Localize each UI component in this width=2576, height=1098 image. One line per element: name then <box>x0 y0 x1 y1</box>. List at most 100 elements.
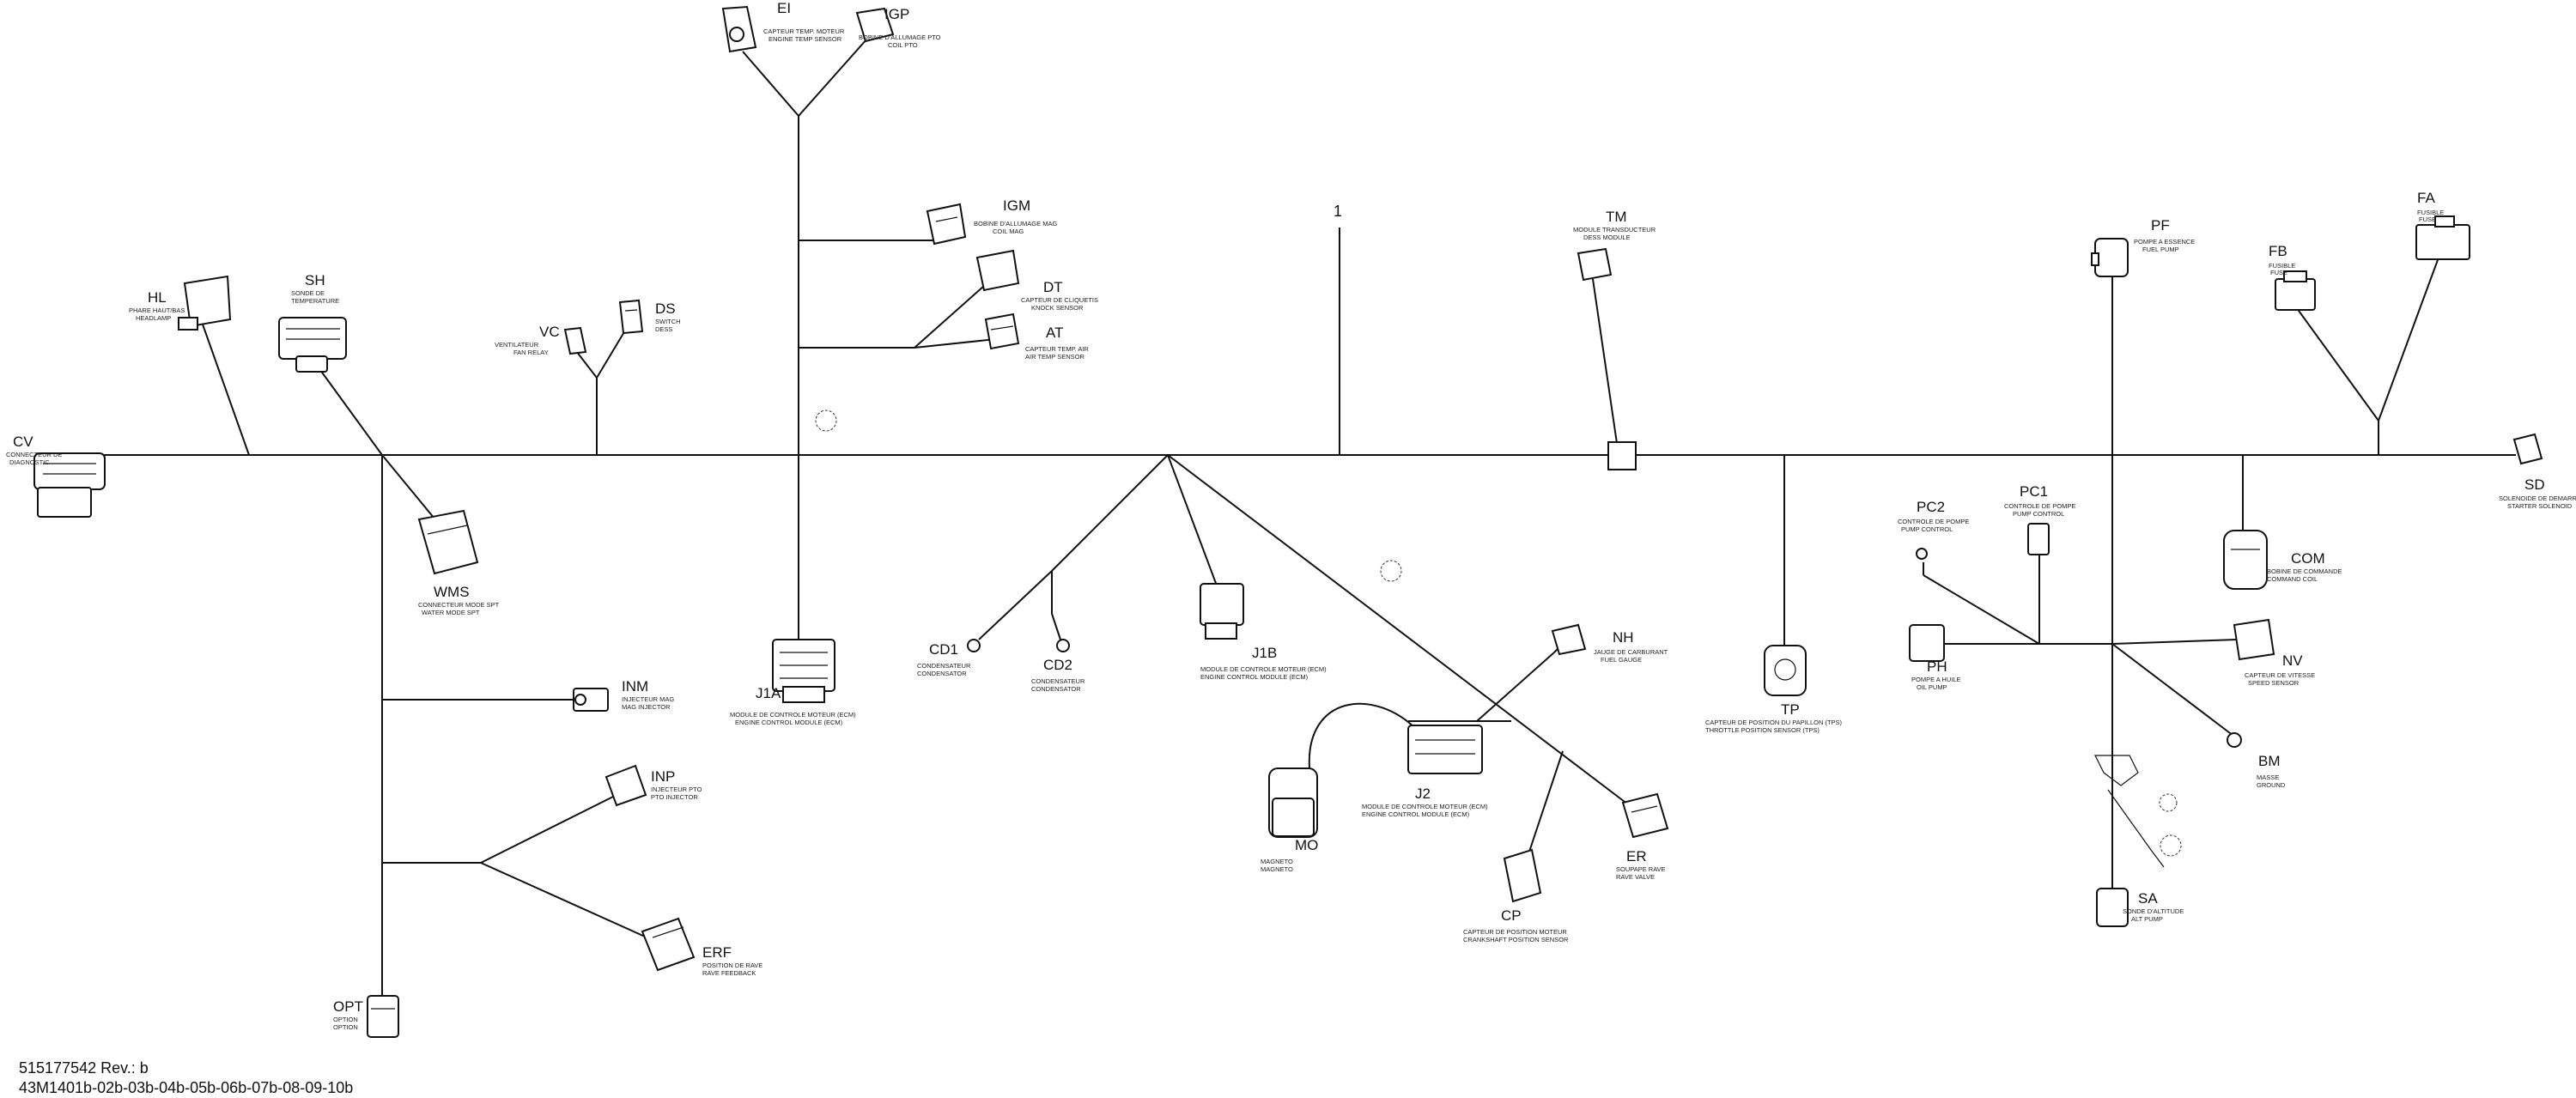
svg-text:OIL PUMP: OIL PUMP <box>1917 683 1947 691</box>
connector-sd-body <box>2512 433 2543 465</box>
svg-text:ENGINE CONTROL MODULE (ECM): ENGINE CONTROL MODULE (ECM) <box>1362 810 1470 818</box>
connector-inm-body <box>573 688 609 712</box>
label-com: COM BOBINE DE COMMANDE COMMAND COIL <box>2267 550 2342 583</box>
label-igm: IGM BOBINE D'ALLUMAGE MAG COIL MAG <box>974 197 1057 235</box>
connector-ds-body <box>618 299 644 335</box>
label-tm: TM MODULE TRANSDUCTEUR DESS MODULE <box>1573 209 1656 241</box>
connector-bm-body <box>2227 732 2242 748</box>
svg-text:CRANKSHAFT POSITION SENSOR: CRANKSHAFT POSITION SENSOR <box>1463 936 1569 943</box>
svg-text:MAGNETO: MAGNETO <box>1261 865 1293 873</box>
svg-text:HEADLAMP: HEADLAMP <box>136 314 171 322</box>
label-cd2: CD2 CONDENSATEUR CONDENSATOR <box>1031 657 1085 693</box>
harness-clips <box>815 409 2182 857</box>
svg-text:BOBINE DE COMMANDE: BOBINE DE COMMANDE <box>2267 567 2342 575</box>
label-opt: OPT OPTION OPTION <box>333 998 363 1031</box>
label-cp: CP CAPTEUR DE POSITION MOTEUR CRANKSHAFT… <box>1463 907 1569 943</box>
label-nv: NV CAPTEUR DE VITESSE SPEED SENSOR <box>2245 652 2315 687</box>
svg-text:SOUPAPE RAVE: SOUPAPE RAVE <box>1616 865 1666 873</box>
connector-code: J1B <box>1252 645 1277 661</box>
svg-text:CAPTEUR TEMP. AIR: CAPTEUR TEMP. AIR <box>1025 345 1089 353</box>
svg-text:PTO INJECTOR: PTO INJECTOR <box>651 793 698 801</box>
svg-text:KNOCK SENSOR: KNOCK SENSOR <box>1031 304 1084 312</box>
connector-code: INP <box>651 768 675 785</box>
svg-text:COIL PTO: COIL PTO <box>888 41 918 49</box>
connector-code: SH <box>305 272 325 288</box>
svg-text:DESS: DESS <box>655 325 672 333</box>
svg-text:OPTION: OPTION <box>333 1023 358 1031</box>
svg-text:OPTION: OPTION <box>333 1016 358 1023</box>
label-j1b: J1B MODULE DE CONTROLE MOTEUR (ECM) ENGI… <box>1200 645 1327 681</box>
label-fa: FA FUSIBLE FUSE <box>2417 190 2444 223</box>
connector-code: TP <box>1781 701 1800 718</box>
connector-pc1-body <box>2027 523 2050 555</box>
connector-code: VC <box>539 324 560 340</box>
label-pc1: PC1 CONTROLE DE POMPE PUMP CONTROL <box>2004 483 2075 518</box>
label-tp: TP CAPTEUR DE POSITION DU PAPILLON (TPS)… <box>1705 701 1843 734</box>
connector-code: PC1 <box>2020 483 2048 500</box>
connector-code: FA <box>2417 190 2435 206</box>
label-ds: DS SWITCH DESS <box>655 300 681 333</box>
connector-sh-body <box>278 317 347 373</box>
connector-erf-body <box>641 917 696 972</box>
svg-text:INJECTEUR PTO: INJECTEUR PTO <box>651 786 702 793</box>
connector-code: ERF <box>702 944 732 961</box>
svg-text:JAUGE DE CARBURANT: JAUGE DE CARBURANT <box>1594 648 1668 656</box>
connector-code: WMS <box>434 584 470 600</box>
label-bm: BM MASSE GROUND <box>2257 753 2286 789</box>
svg-text:GROUND: GROUND <box>2257 781 2286 789</box>
svg-text:CAPTEUR DE POSITION DU PAPILLO: CAPTEUR DE POSITION DU PAPILLON (TPS) <box>1705 719 1843 726</box>
label-at: AT CAPTEUR TEMP. AIR AIR TEMP SENSOR <box>1025 325 1089 361</box>
connector-cv-body <box>33 452 106 518</box>
connector-code: INM <box>622 678 648 695</box>
svg-text:THROTTLE POSITION SENSOR (TPS): THROTTLE POSITION SENSOR (TPS) <box>1705 726 1820 734</box>
svg-text:MASSE: MASSE <box>2257 773 2279 781</box>
svg-text:FUEL PUMP: FUEL PUMP <box>2142 246 2179 253</box>
connector-vc-body <box>563 326 587 355</box>
connector-cp-body <box>1503 848 1542 903</box>
connector-com-body <box>2223 530 2268 590</box>
connector-code: CD1 <box>929 641 958 658</box>
label-er: ER SOUPAPE RAVE RAVE VALVE <box>1616 848 1666 881</box>
svg-text:CONDENSATOR: CONDENSATOR <box>917 670 967 677</box>
svg-text:COMMAND COIL: COMMAND COIL <box>2267 575 2318 583</box>
connector-code: ER <box>1626 848 1647 864</box>
label-inp: INP INJECTEUR PTO PTO INJECTOR <box>651 768 702 801</box>
svg-text:ENGINE CONTROL MODULE (ECM): ENGINE CONTROL MODULE (ECM) <box>1200 673 1309 681</box>
harness-clip-detail <box>2094 755 2165 868</box>
connector-code: PC2 <box>1917 499 1945 515</box>
connector-code: CV <box>13 434 33 450</box>
label-igp: IGP BOBINE D'ALLUMAGE PTO COIL PTO <box>859 6 941 49</box>
connector-bodies <box>33 5 2543 1038</box>
connector-code: PH <box>1927 658 1947 675</box>
svg-text:AIR TEMP SENSOR: AIR TEMP SENSOR <box>1025 353 1084 361</box>
connector-code: FB <box>2269 243 2287 259</box>
connector-fa-body <box>2415 215 2470 260</box>
connector-pf-body <box>2091 238 2129 277</box>
svg-text:INJECTEUR MAG: INJECTEUR MAG <box>622 695 674 703</box>
svg-text:SONDE DE: SONDE DE <box>291 289 325 297</box>
label-ph: PH POMPE A HUILE OIL PUMP <box>1911 658 1961 691</box>
connector-j1b-body <box>1200 583 1244 640</box>
label-sd: SD SOLENOIDE DE DEMARREUR STARTER SOLENO… <box>2499 476 2576 510</box>
svg-text:COIL MAG: COIL MAG <box>993 227 1024 235</box>
figure-code: 43M1401b-02b-03b-04b-05b-06b-07b-08-09-1… <box>19 1079 353 1096</box>
label-ei: EI CAPTEUR TEMP. MOTEUR ENGINE TEMP SENS… <box>763 0 845 43</box>
svg-text:POMPE A HUILE: POMPE A HUILE <box>1911 676 1961 683</box>
connector-sa-body <box>2096 888 2129 927</box>
svg-text:RAVE FEEDBACK: RAVE FEEDBACK <box>702 969 756 977</box>
connector-dt-body <box>975 249 1020 292</box>
svg-text:MODULE DE CONTROLE MOTEUR (ECM: MODULE DE CONTROLE MOTEUR (ECM) <box>730 711 856 719</box>
label-sh: SH SONDE DE TEMPERATURE <box>291 272 339 305</box>
svg-text:CONDENSATOR: CONDENSATOR <box>1031 685 1081 693</box>
svg-text:CONDENSATEUR: CONDENSATEUR <box>1031 677 1085 685</box>
connector-code: IGP <box>884 6 909 22</box>
connector-code: CD2 <box>1043 657 1072 673</box>
connector-inp-body <box>605 764 647 807</box>
svg-text:CONTROLE DE POMPE: CONTROLE DE POMPE <box>2004 502 2075 510</box>
connector-j1a-body <box>772 639 835 703</box>
svg-text:MODULE DE CONTROLE MOTEUR (ECM: MODULE DE CONTROLE MOTEUR (ECM) <box>1200 665 1327 673</box>
label-inm: INM INJECTEUR MAG MAG INJECTOR <box>622 678 674 711</box>
connector-igp-body <box>855 7 895 43</box>
svg-text:CONNECTEUR DE: CONNECTEUR DE <box>6 451 62 458</box>
svg-text:SOLENOIDE DE DEMARREUR: SOLENOIDE DE DEMARREUR <box>2499 494 2576 502</box>
